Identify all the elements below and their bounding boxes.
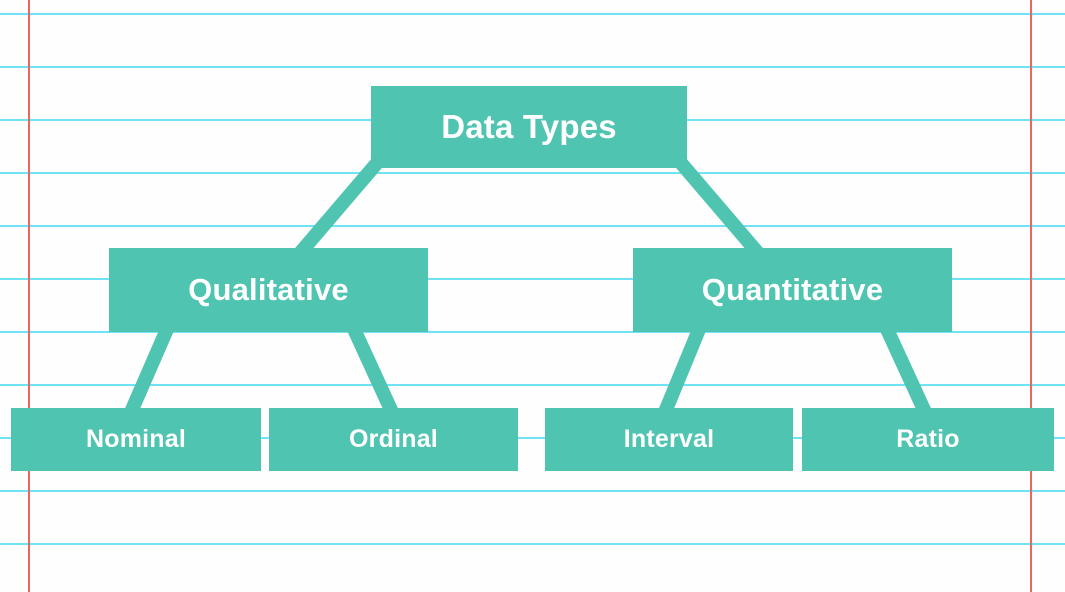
node-interval[interactable]: Interval (545, 408, 793, 471)
edge-quantitative-ratio (879, 324, 932, 415)
paper-margin-line-left (28, 0, 30, 592)
edge-quantitative-interval (658, 324, 707, 415)
edge-qualitative-ordinal (346, 324, 399, 415)
edge-data-types-qualitative (294, 158, 383, 258)
paper-margin-line-right (1030, 0, 1032, 592)
node-ratio[interactable]: Ratio (802, 408, 1054, 471)
node-data-types[interactable]: Data Types (371, 86, 687, 168)
node-quantitative[interactable]: Quantitative (633, 248, 952, 332)
edge-qualitative-nominal (124, 324, 175, 415)
node-ordinal[interactable]: Ordinal (269, 408, 518, 471)
edge-data-types-quantitative (675, 158, 764, 258)
node-qualitative[interactable]: Qualitative (109, 248, 428, 332)
node-nominal[interactable]: Nominal (11, 408, 261, 471)
